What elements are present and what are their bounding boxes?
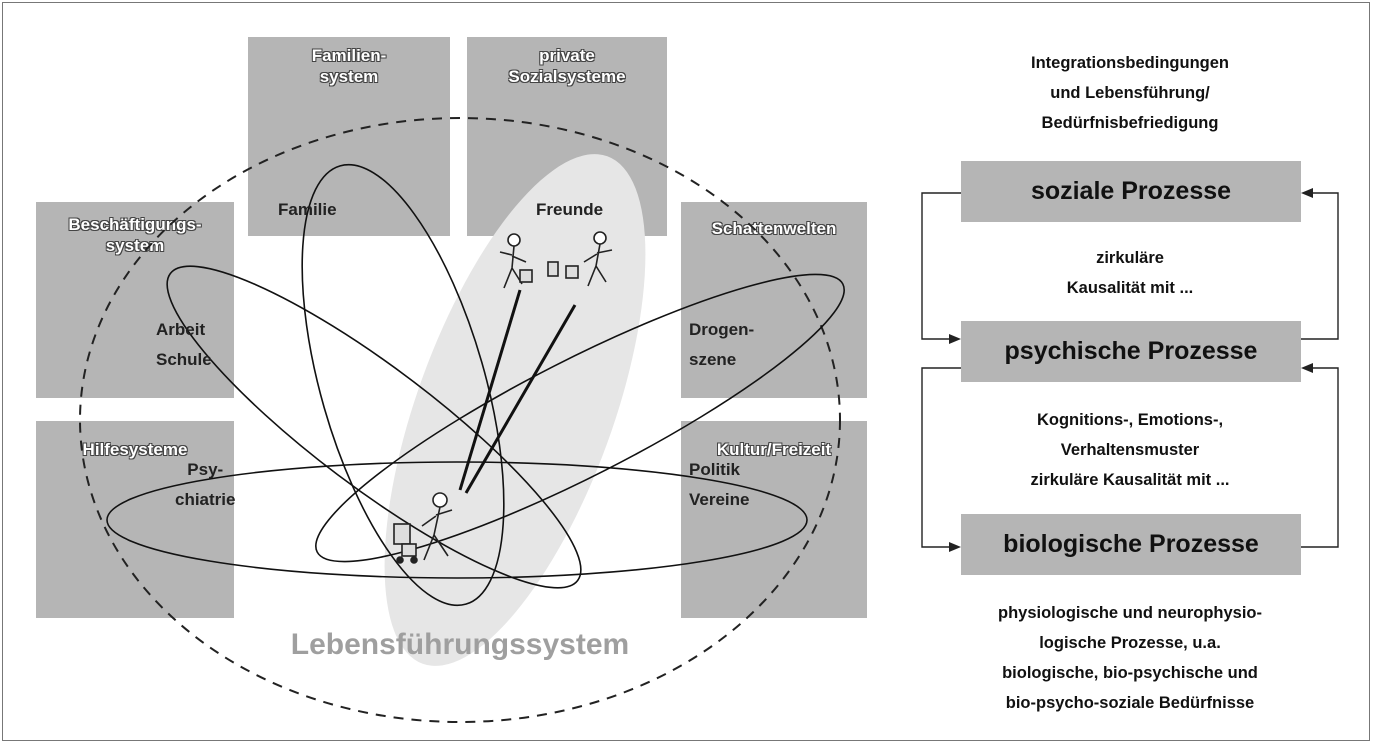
arrowhead-soziale-right: [1301, 188, 1313, 198]
friend-link-line-1: [458, 289, 522, 491]
beschaeftigungssystem-title-line2: system: [105, 236, 165, 255]
lebensfuehrungssystem-label: Lebensführungssystem: [290, 628, 630, 661]
between-1-line1: zirkuläre: [1096, 249, 1164, 267]
hilfesysteme-box: Hilfesysteme: [36, 421, 234, 618]
between-1-line2: Kausalität mit ...: [1066, 279, 1194, 297]
between-2-line1: Kognitions-, Emotions-,: [1036, 411, 1224, 429]
familiensystem-title-line1: Familien-: [311, 46, 387, 65]
familiensystem-box: Familien- system: [248, 37, 450, 236]
label-vereine: Vereine: [689, 490, 750, 509]
label-drogenszene: Drogen- szene: [689, 315, 754, 375]
label-arbeit: Arbeit: [156, 320, 206, 339]
private-sozialsysteme-title-line1: private: [539, 46, 595, 65]
footer-line3: biologische, bio-psychische und: [1002, 664, 1258, 682]
right-header-line3: Bedürfnisbefriedigung: [1041, 114, 1219, 132]
label-psy-line1: Psy-: [187, 460, 224, 479]
label-familie: Familie: [278, 200, 337, 219]
arrowhead-biologische-left: [949, 542, 961, 552]
lebensfuehrung-dashed-ellipse: [79, 117, 841, 723]
label-arbeit-schule: Arbeit Schule: [156, 315, 212, 375]
label-drogen-line1: Drogen-: [689, 320, 755, 339]
kultur-freizeit-box: Kultur/Freizeit: [681, 421, 867, 618]
beschaeftigungssystem-box: Beschäftigungs- system: [36, 202, 234, 398]
between-text-2: Kognitions-, Emotions-, Verhaltensmuster…: [915, 405, 1345, 495]
label-psychiatrie: Psy- chiatrie: [175, 455, 235, 515]
psychische-prozesse-box: psychische Prozesse: [961, 321, 1301, 382]
friends-figures-icon: [499, 231, 613, 289]
biologische-prozesse-box: biologische Prozesse: [961, 514, 1301, 575]
footer-line4: bio-psycho-soziale Bedürfnisse: [1005, 694, 1255, 712]
familie-ellipse: [301, 163, 505, 607]
beschaeftigungssystem-title: Beschäftigungs- system: [36, 214, 234, 256]
arrow-psychische-to-biologische: [921, 367, 961, 548]
beschaeftigungssystem-title-line1: Beschäftigungs-: [68, 215, 202, 234]
arrowhead-psychische-left-top: [949, 334, 961, 344]
right-header: Integrationsbedingungen und Lebensführun…: [915, 48, 1345, 138]
drogen-ellipse: [315, 273, 845, 563]
label-schule: Schule: [156, 350, 212, 369]
familiensystem-title-line2: system: [319, 67, 379, 86]
hilfesysteme-title: Hilfesysteme: [82, 440, 188, 459]
private-sozialsysteme-box: private Sozialsysteme: [467, 37, 667, 236]
familiensystem-title: Familien- system: [248, 45, 450, 87]
right-header-line1: Integrationsbedingungen: [1031, 54, 1229, 72]
label-politik-vereine: Politik Vereine: [689, 455, 750, 515]
private-sozialsysteme-title-line2: Sozialsysteme: [508, 67, 626, 86]
label-psy-line2: chiatrie: [175, 490, 236, 509]
right-footer: physiologische und neurophysio- logische…: [915, 598, 1345, 718]
person-icon: [393, 492, 453, 564]
footer-line2: logische Prozesse, u.a.: [1039, 634, 1221, 652]
schattenwelten-title: Schattenwelten: [711, 219, 837, 238]
right-header-line2: und Lebensführung/: [1050, 84, 1210, 102]
label-drogen-line2: szene: [689, 350, 737, 369]
friend-link-line-2: [464, 304, 577, 494]
between-2-line2: Verhaltensmuster: [1060, 441, 1200, 459]
schattenwelten-box: Schattenwelten: [681, 202, 867, 398]
between-2-line3: zirkuläre Kausalität mit ...: [1030, 471, 1230, 489]
between-text-1: zirkuläre Kausalität mit ...: [915, 243, 1345, 303]
private-sozialsysteme-title: private Sozialsysteme: [467, 45, 667, 87]
arrow-biologische-to-psychische: [1301, 367, 1339, 548]
label-politik: Politik: [689, 460, 741, 479]
arbeit-ellipse: [166, 265, 582, 589]
kultur-freizeit-title: Kultur/Freizeit: [716, 440, 832, 459]
label-freunde: Freunde: [536, 200, 604, 219]
arrowhead-psychische-right-bottom: [1301, 363, 1313, 373]
soziale-prozesse-box: soziale Prozesse: [961, 161, 1301, 222]
arrow-psychische-to-soziale: [1301, 192, 1339, 340]
arrow-soziale-to-psychische: [921, 192, 961, 340]
horizontal-ellipse: [106, 461, 808, 579]
footer-line1: physiologische und neurophysio-: [997, 604, 1263, 622]
